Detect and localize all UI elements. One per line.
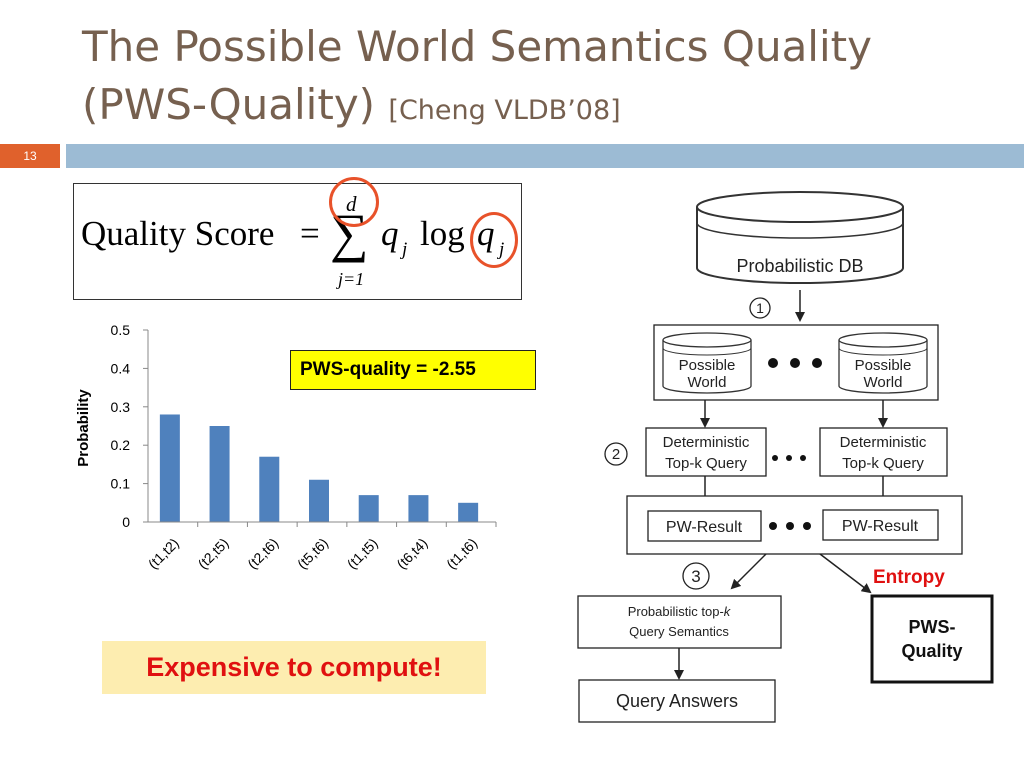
deterministic-query-left-line1: Deterministic [663, 434, 750, 451]
y-axis-label: Probability [75, 389, 92, 467]
query-answers-label: Query Answers [616, 691, 738, 711]
x-tick-label: (t5,t6) [294, 535, 331, 572]
bar [358, 495, 379, 522]
step-3-circle [682, 562, 710, 590]
y-tick-label: 0.5 [111, 322, 131, 338]
step-1-label: 1 [756, 300, 764, 316]
x-tick-label: (t1,t6) [443, 535, 480, 572]
ellipsis-worlds [768, 358, 822, 368]
step-2-circle [604, 442, 628, 466]
possible-world-left-line1: Possible [679, 357, 736, 374]
x-tick-label: (t6,t4) [393, 535, 430, 572]
possible-world-right-line2: World [864, 374, 903, 391]
slide-title: The Possible World Semantics Quality (PW… [82, 18, 1012, 140]
pw-result-left [647, 510, 762, 542]
highlight-circle-term [470, 212, 518, 268]
formula-box: Quality Score = ∑ d j=1 q j log q j [73, 183, 522, 300]
formula-lhs: Quality Score [81, 214, 275, 253]
step-3-label: 3 [691, 567, 700, 586]
probabilistic-db-label: Probabilistic DB [736, 256, 863, 276]
query-answers-box [578, 679, 776, 723]
possible-world-right-line1: Possible [855, 357, 912, 374]
pws-quality-callout: PWS-quality = -2.55 [290, 350, 536, 390]
pws-quality-line1: PWS- [909, 617, 956, 637]
bar [458, 502, 479, 522]
step-2-label: 2 [612, 446, 620, 463]
formula-term: q [381, 214, 399, 253]
y-tick-label: 0.1 [111, 476, 131, 492]
slide-number: 13 [0, 144, 60, 168]
formula-log: log [420, 214, 465, 253]
y-tick-label: 0.2 [111, 437, 131, 453]
y-tick-label: 0 [122, 514, 130, 530]
query-semantics-box [577, 595, 782, 649]
y-tick-label: 0.4 [111, 360, 131, 376]
pw-result-right-label: PW-Result [842, 518, 919, 535]
x-tick-label: (t2,t5) [195, 535, 232, 572]
query-semantics-prefix: Probabilistic top- [628, 604, 724, 619]
deterministic-query-right-line2: Top-k Query [842, 455, 924, 472]
title-citation: [Cheng VLDB’08] [388, 95, 621, 126]
x-tick-label: (t1,t2) [145, 535, 182, 572]
bar [259, 456, 280, 522]
possible-world-right: Possible World [838, 332, 928, 394]
pw-result-left-label: PW-Result [666, 519, 743, 536]
possible-world-left-line2: World [688, 374, 727, 391]
pws-quality-box [870, 594, 994, 684]
bar [159, 414, 180, 522]
pws-flow-diagram: Probabilistic DB 1 Possible World Possib… [577, 191, 994, 723]
arrow-to-query-semantics [730, 553, 767, 590]
expensive-note: Expensive to compute! [102, 641, 486, 694]
bar [209, 426, 230, 522]
arrow-to-pws-quality [819, 553, 872, 594]
probability-bar-chart: Probability 0 0.1 0.2 0.3 0.4 0.5 (t1,t2) (t2,… [75, 322, 497, 572]
ellipsis-queries [772, 455, 806, 461]
deterministic-query-left-line2: Top-k Query [665, 455, 747, 472]
query-semantics-line2: Query Semantics [629, 624, 729, 639]
y-tick-label: 0.3 [111, 399, 131, 415]
deterministic-query-right-line1: Deterministic [840, 434, 927, 451]
deterministic-query-right [819, 427, 948, 477]
step-1-circle [749, 297, 771, 319]
title-main: (PWS-Quality) [82, 80, 376, 129]
title-line-2: (PWS-Quality) [Cheng VLDB’08] [82, 76, 1012, 140]
bar [408, 495, 429, 522]
formula-lower-limit: j=1 [338, 269, 365, 289]
title-line-1: The Possible World Semantics Quality [82, 22, 872, 71]
pw-result-right [822, 509, 939, 541]
probabilistic-db-cylinder: Probabilistic DB [696, 191, 904, 284]
formula-subscript: j [402, 239, 408, 260]
ellipsis-results [769, 522, 811, 530]
bar [309, 479, 329, 522]
highlight-circle-upper [329, 177, 379, 227]
x-tick-label: (t1,t5) [344, 535, 381, 572]
query-semantics-k: k [724, 604, 732, 619]
pws-quality-line2: Quality [901, 641, 962, 661]
possible-world-left: Possible World [662, 332, 752, 394]
formula-equals: = [300, 214, 320, 253]
query-semantics-line1: Probabilistic top-k [628, 604, 732, 619]
x-tick-label: (t2,t6) [244, 535, 281, 572]
title-divider-bar [66, 144, 1024, 168]
entropy-label: Entropy [873, 567, 945, 588]
deterministic-query-left [645, 427, 767, 477]
